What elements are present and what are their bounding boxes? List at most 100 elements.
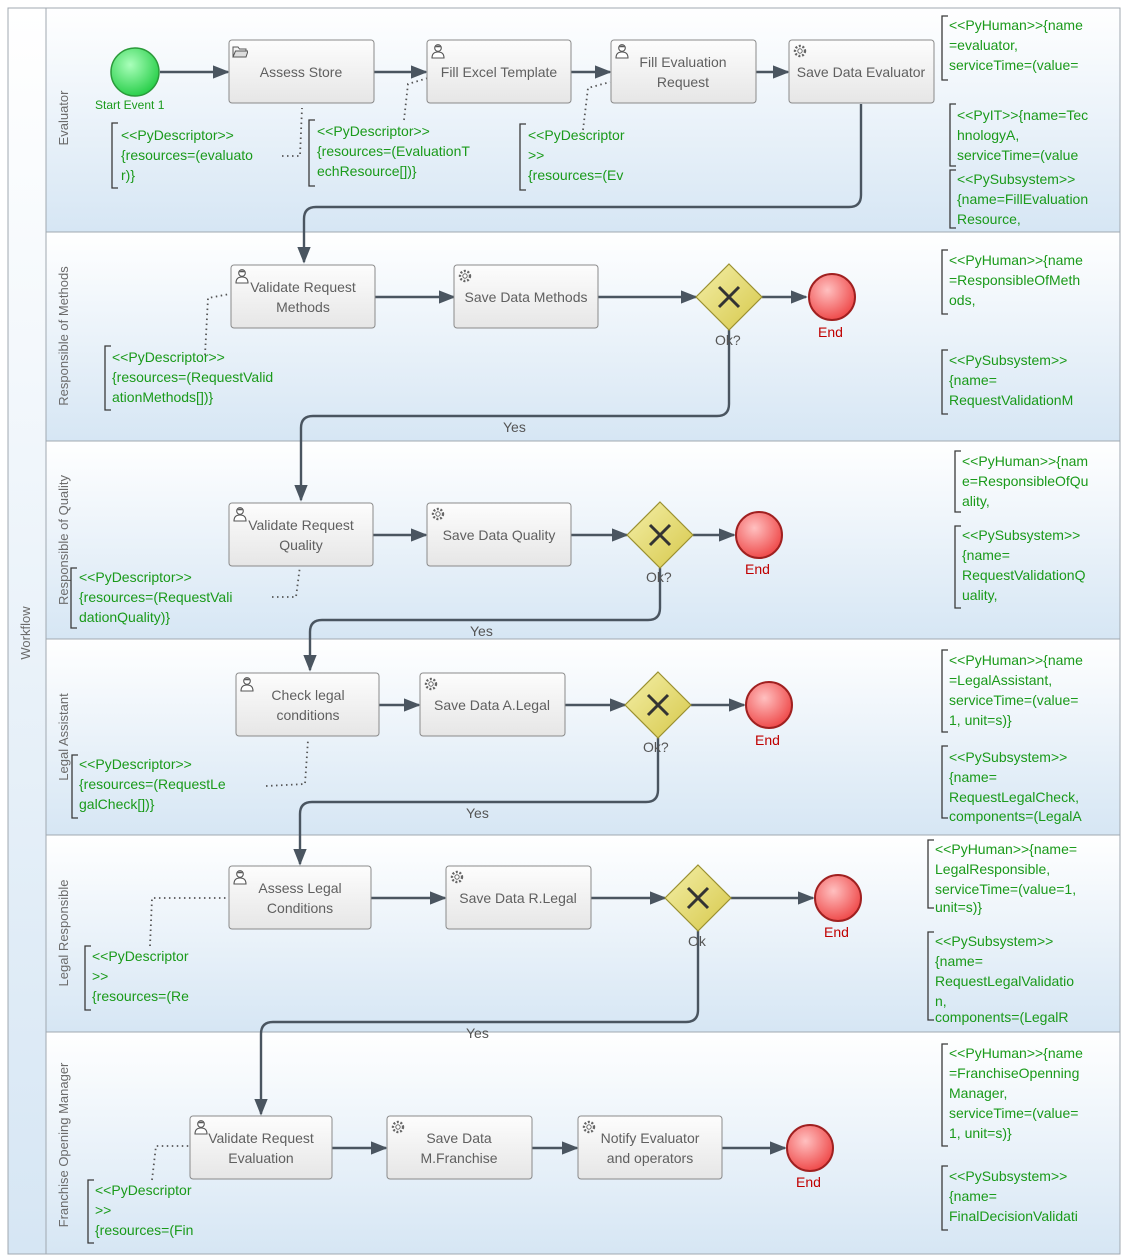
task-label-line2: Conditions — [267, 900, 333, 916]
task-box[interactable] — [426, 502, 572, 567]
end-event-label: End — [755, 732, 780, 748]
task-save-data-mfranchise[interactable]: Save Data M.Franchise — [386, 1115, 533, 1180]
annotation-line: <<PyHuman>>{nam — [962, 453, 1088, 469]
end-event-quality[interactable]: End — [735, 511, 783, 577]
task-label: Save Data Quality — [443, 527, 556, 543]
gear-icon — [450, 870, 464, 884]
gear-icon — [458, 269, 472, 283]
task-label: Save Data R.Legal — [459, 890, 577, 906]
end-event-circle[interactable] — [808, 273, 856, 321]
annotation-line: {name= — [949, 769, 997, 785]
task-box[interactable] — [453, 264, 599, 329]
annotation-line: Manager, — [949, 1085, 1007, 1101]
annotation-bracket — [104, 345, 111, 411]
gateway-rlegal[interactable]: Ok — [664, 864, 732, 949]
end-event-alegal[interactable]: End — [745, 681, 793, 748]
task-label: Fill Excel Template — [441, 64, 558, 80]
end-event-label: End — [818, 324, 843, 340]
task-assess-store[interactable]: Assess Store — [228, 39, 375, 104]
task-save-data-methods[interactable]: Save Data Methods — [453, 264, 599, 329]
task-box[interactable] — [386, 1115, 533, 1180]
flow-evaluator-to-methods — [297, 104, 863, 264]
task-box[interactable] — [228, 502, 374, 567]
annotation-bracket — [941, 15, 948, 81]
annotation-line: 1, unit=s)} — [949, 712, 1012, 728]
annotation-line: RequestLegalValidatio — [935, 973, 1074, 989]
lane-label-evaluator: Evaluator — [56, 90, 71, 146]
task-box[interactable] — [235, 672, 380, 737]
task-box[interactable] — [445, 865, 592, 930]
descriptor-line: {resources=(Fin — [95, 1222, 193, 1238]
end-event-circle[interactable] — [735, 511, 783, 559]
gateway-methods[interactable]: Ok? — [695, 263, 763, 348]
task-box[interactable] — [230, 264, 376, 329]
task-fill-evaluation-request[interactable]: Fill Evaluation Request — [610, 39, 757, 104]
association-d2 — [403, 77, 429, 121]
task-check-legal-conditions[interactable]: Check legal conditions — [235, 672, 380, 737]
task-save-data-alegal[interactable]: Save Data A.Legal — [419, 672, 566, 737]
task-box[interactable] — [426, 39, 572, 104]
annotation-line: serviceTime=(value=1, — [935, 881, 1076, 897]
task-box[interactable] — [419, 672, 566, 737]
task-label-line1: Validate Request — [248, 517, 354, 533]
task-box[interactable] — [228, 39, 375, 104]
end-event-circle[interactable] — [814, 874, 862, 922]
descriptor-line: <<PyDescriptor>> — [79, 569, 192, 585]
folder-icon — [232, 46, 248, 58]
start-event-circle[interactable] — [110, 47, 160, 97]
end-event-circle[interactable] — [786, 1124, 834, 1172]
annotation-bracket — [941, 745, 948, 819]
annotation-line: FinalDecisionValidati — [949, 1208, 1078, 1224]
associations — [149, 77, 611, 1181]
task-box[interactable] — [610, 39, 757, 104]
task-box[interactable] — [189, 1115, 333, 1180]
task-box[interactable] — [577, 1115, 723, 1180]
pool-label: Workflow — [18, 606, 33, 660]
start-event[interactable]: Start Event 1 — [95, 47, 165, 112]
annotation-a4: <<PyHuman>>{name =ResponsibleOfMeth ods, — [941, 249, 1083, 315]
descriptor-line: {resources=(RequestVali — [79, 589, 232, 605]
gateway-alegal[interactable]: Ok? — [624, 671, 692, 755]
lane-label-methods: Responsible of Methods — [56, 266, 71, 406]
annotation-bracket — [70, 567, 77, 629]
descriptor-line: {resources=(Re — [92, 988, 189, 1004]
end-event-rlegal[interactable]: End — [814, 874, 862, 940]
task-box[interactable] — [228, 865, 372, 930]
annotation-line: <<PyIT>>{name=Tec — [957, 107, 1088, 123]
descriptor-line: >> — [95, 1202, 111, 1218]
annotation-line: ality, — [962, 493, 990, 509]
annotation-a2: <<PyIT>>{name=Tec hnologyA, serviceTime=… — [949, 103, 1088, 167]
task-validate-request-quality[interactable]: Validate Request Quality — [228, 502, 374, 567]
task-label-line2: Quality — [279, 537, 323, 553]
flow-label-yes-quality: Yes — [470, 623, 493, 639]
task-save-data-evaluator[interactable]: Save Data Evaluator — [788, 39, 935, 104]
task-validate-request-methods[interactable]: Validate Request Methods — [230, 264, 376, 329]
annotation-line: serviceTime=(value= — [949, 57, 1078, 73]
gateway-quality[interactable]: Ok? — [626, 501, 694, 585]
task-save-data-quality[interactable]: Save Data Quality — [426, 502, 572, 567]
descriptor-d8: <<PyDescriptor >> {resources=(Fin — [87, 1179, 193, 1244]
annotation-line: RequestLegalCheck, — [949, 789, 1079, 805]
task-notify-evaluator[interactable]: Notify Evaluator and operators — [577, 1115, 723, 1180]
end-event-franchise[interactable]: End — [786, 1124, 834, 1190]
descriptor-line: <<PyDescriptor — [92, 948, 189, 964]
gateways: Ok? Ok? Ok? Ok — [624, 263, 763, 949]
annotation-bracket — [941, 1043, 948, 1147]
flow-methods-yes — [294, 330, 731, 502]
gateway-label: Ok? — [643, 739, 669, 755]
annotation-a12: <<PyHuman>>{name =FranchiseOpenning Mana… — [941, 1043, 1083, 1147]
task-box[interactable] — [788, 39, 935, 104]
descriptor-line: echResource[])} — [317, 163, 417, 179]
task-fill-excel-template[interactable]: Fill Excel Template — [426, 39, 572, 104]
task-validate-request-evaluation[interactable]: Validate Request Evaluation — [189, 1115, 333, 1180]
task-save-data-rlegal[interactable]: Save Data R.Legal — [445, 865, 592, 930]
descriptor-d3: <<PyDescriptor >> {resources=(Ev — [519, 123, 625, 191]
annotation-a7: <<PySubsystem>> {name= RequestValidation… — [954, 525, 1086, 609]
annotation-a9: <<PySubsystem>> {name= RequestLegalCheck… — [941, 745, 1082, 824]
x-icon — [648, 523, 672, 547]
end-event-circle[interactable] — [745, 681, 793, 729]
end-event-label: End — [745, 561, 770, 577]
task-assess-legal-conditions[interactable]: Assess Legal Conditions — [228, 865, 372, 930]
end-event-methods[interactable]: End — [808, 273, 856, 340]
association-d8 — [151, 1145, 190, 1181]
